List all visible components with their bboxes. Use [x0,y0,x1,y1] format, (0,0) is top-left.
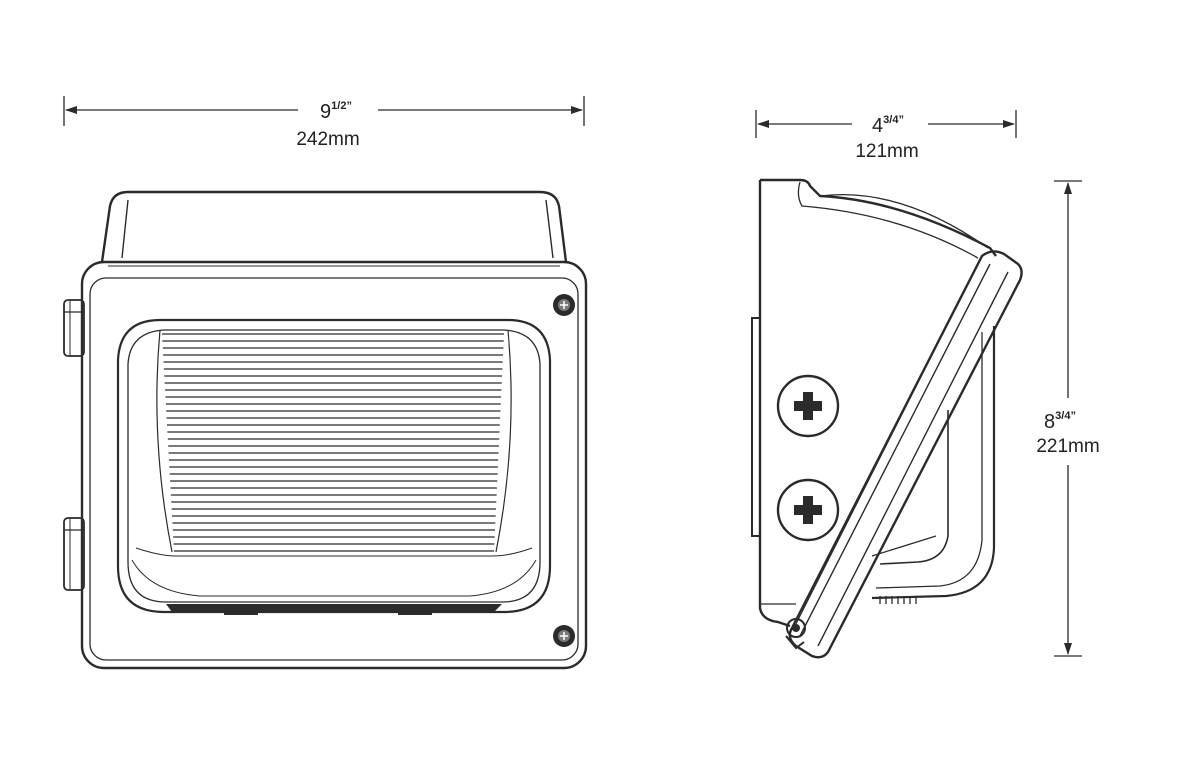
depth-dimension: 43/4” 121mm [755,110,1017,162]
hinge-top-icon [63,299,85,357]
side-view-fixture [751,178,1023,659]
width-metric: 242mm [296,129,359,150]
screw-bottom-right-icon [553,625,575,647]
height-metric: 221mm [1036,436,1099,457]
svg-text:91/2”: 91/2” [320,100,352,123]
depth-fraction: 3/4” [883,114,904,126]
front-lens-ribs [162,333,504,552]
depth-metric: 121mm [855,141,918,162]
phillips-screw-icon [776,478,840,542]
svg-text:83/4”: 83/4” [1044,410,1076,433]
height-inches: 8 [1044,411,1055,433]
side-hinge-icon [785,618,806,650]
height-dimension: 83/4” 221mm [1036,180,1100,657]
width-fraction: 1/2” [331,100,352,112]
depth-inches: 4 [872,115,883,137]
hinge-bottom-icon [63,517,85,591]
height-fraction: 3/4” [1055,410,1076,422]
phillips-screw-icon [776,374,840,438]
svg-text:43/4”: 43/4” [872,114,904,137]
width-dimension: 91/2” 242mm [63,96,585,150]
screw-top-right-icon [553,294,575,316]
front-view-fixture [63,190,588,670]
width-inches: 9 [320,101,331,123]
side-door-frame [788,250,1023,659]
